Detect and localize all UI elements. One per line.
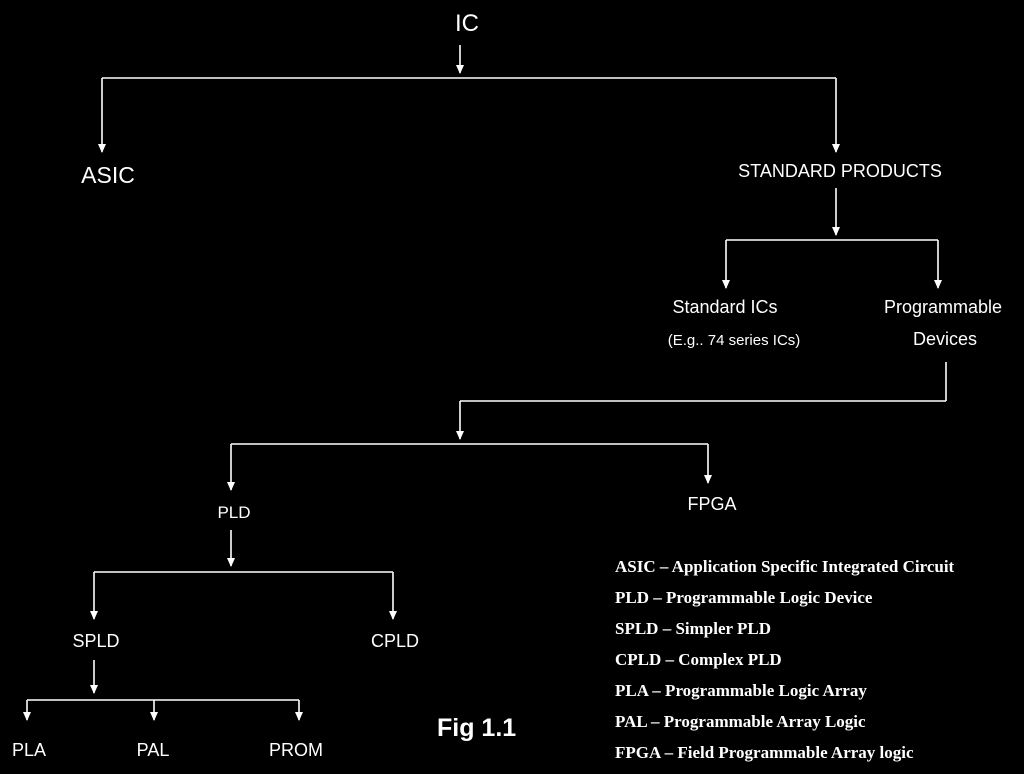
node-pld: PLD xyxy=(217,503,251,522)
legend-item-fpga: FPGA – Field Programmable Array logic xyxy=(615,743,914,762)
legend-item-pla: PLA – Programmable Logic Array xyxy=(615,681,867,700)
node-standard-ics: Standard ICs xyxy=(672,297,778,317)
legend-item-spld: SPLD – Simpler PLD xyxy=(615,619,772,638)
legend-item-pld: PLD – Programmable Logic Device xyxy=(615,588,873,607)
node-spld: SPLD xyxy=(72,631,120,651)
legend-item-cpld: CPLD – Complex PLD xyxy=(615,650,782,669)
legend-item-pal: PAL – Programmable Array Logic xyxy=(615,712,866,731)
node-pla: PLA xyxy=(11,740,47,760)
legend-item-asic: ASIC – Application Specific Integrated C… xyxy=(615,557,955,576)
node-devices: Devices xyxy=(912,329,978,349)
node-standard-ics-example: (E.g.. 74 series ICs) xyxy=(667,332,801,349)
figure-caption: Fig 1.1 xyxy=(437,714,517,742)
node-standard-products: STANDARD PRODUCTS xyxy=(738,161,942,181)
node-prom: PROM xyxy=(269,740,323,760)
node-asic: ASIC xyxy=(81,162,135,188)
abbreviation-legend: ASIC – Application Specific Integrated C… xyxy=(615,557,954,774)
node-programmable: Programmable xyxy=(883,297,1003,317)
node-ic: IC xyxy=(455,10,479,37)
node-fpga: FPGA xyxy=(687,494,737,514)
node-pal: PAL xyxy=(136,740,170,760)
node-cpld: CPLD xyxy=(370,631,420,651)
